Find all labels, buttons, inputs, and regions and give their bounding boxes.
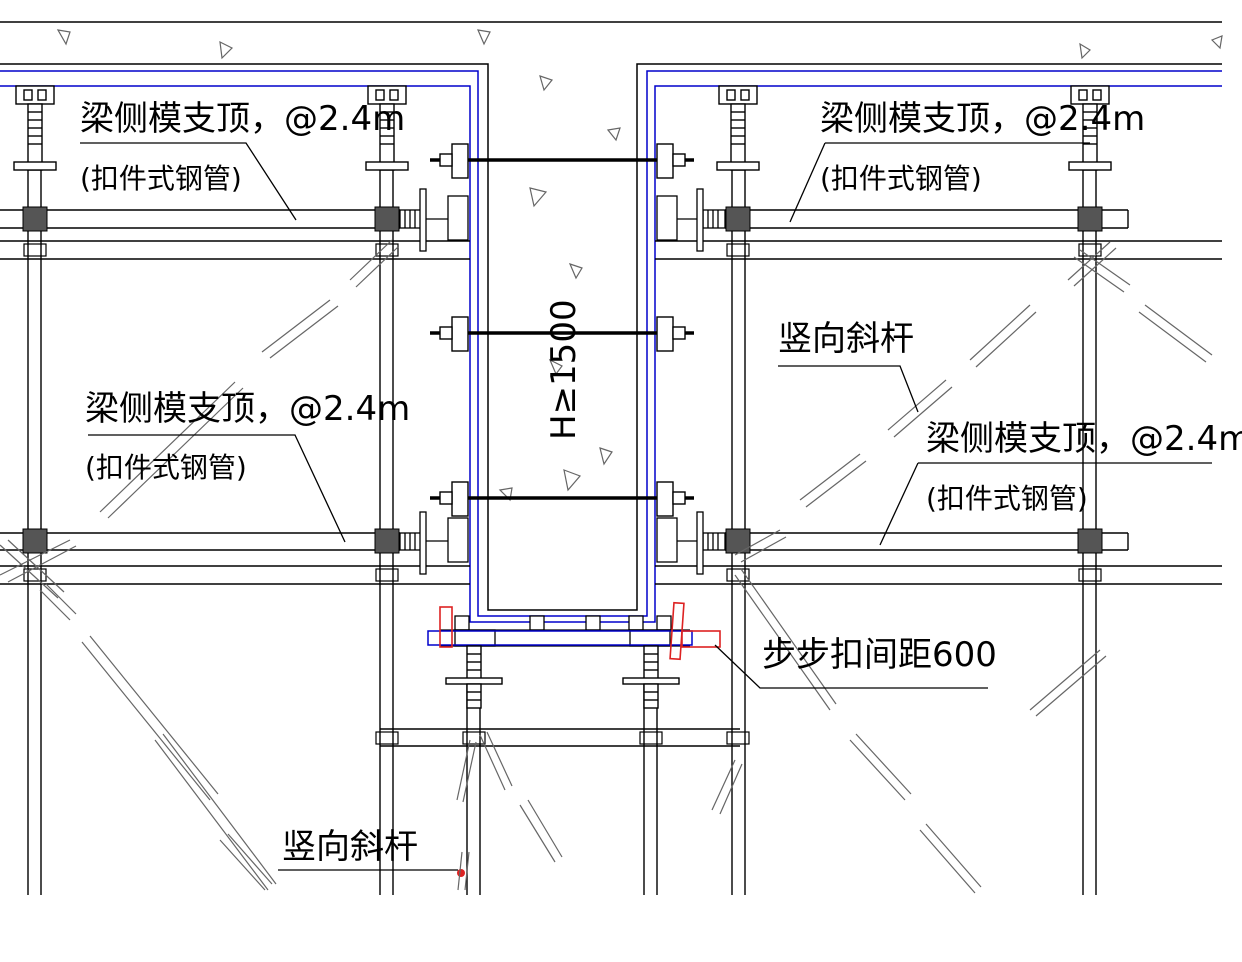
tie-bolt-nuts bbox=[439, 143, 686, 517]
side-formwork-supports bbox=[399, 188, 726, 575]
label-beam-side-top-3: 梁侧模支顶，@2.4m bbox=[85, 389, 410, 429]
label-pipe-type-3: (扣件式钢管) bbox=[85, 451, 247, 484]
bottom-formwork-blue bbox=[427, 630, 693, 646]
concrete-slab bbox=[0, 21, 1222, 611]
beam-bottom-joists bbox=[440, 615, 690, 647]
label-beam-side-top-1: 梁侧模支顶，@2.4m bbox=[80, 99, 405, 139]
label-pipe-type-4: (扣件式钢管) bbox=[926, 482, 1088, 515]
label-beam-side-top-2: 梁侧模支顶，@2.4m bbox=[820, 99, 1145, 139]
label-beam-side-top-4: 梁侧模支顶，@2.4m bbox=[926, 419, 1242, 459]
tie-bolts bbox=[430, 158, 694, 500]
leader-lines bbox=[80, 142, 1212, 871]
beam-formwork bbox=[0, 70, 1222, 623]
label-vertical-brace-2: 竖向斜杆 bbox=[282, 827, 418, 867]
coupler-nodes bbox=[22, 206, 1103, 554]
label-beam-height: H≥1500 bbox=[544, 299, 584, 440]
diagonal-braces bbox=[0, 239, 1213, 894]
bottom-jacks bbox=[445, 645, 680, 709]
label-vertical-brace-1: 竖向斜杆 bbox=[778, 319, 914, 359]
highlight-marks bbox=[439, 601, 721, 661]
concrete-hatch bbox=[56, 29, 1223, 502]
label-pipe-type-2: (扣件式钢管) bbox=[820, 162, 982, 195]
label-clamp-spacing: 步步扣间距600 bbox=[762, 635, 997, 675]
horizontal-ledgers bbox=[0, 209, 1222, 747]
label-pipe-type-1: (扣件式钢管) bbox=[80, 162, 242, 195]
highlight-dot bbox=[457, 869, 465, 877]
top-jacks bbox=[13, 85, 1112, 171]
